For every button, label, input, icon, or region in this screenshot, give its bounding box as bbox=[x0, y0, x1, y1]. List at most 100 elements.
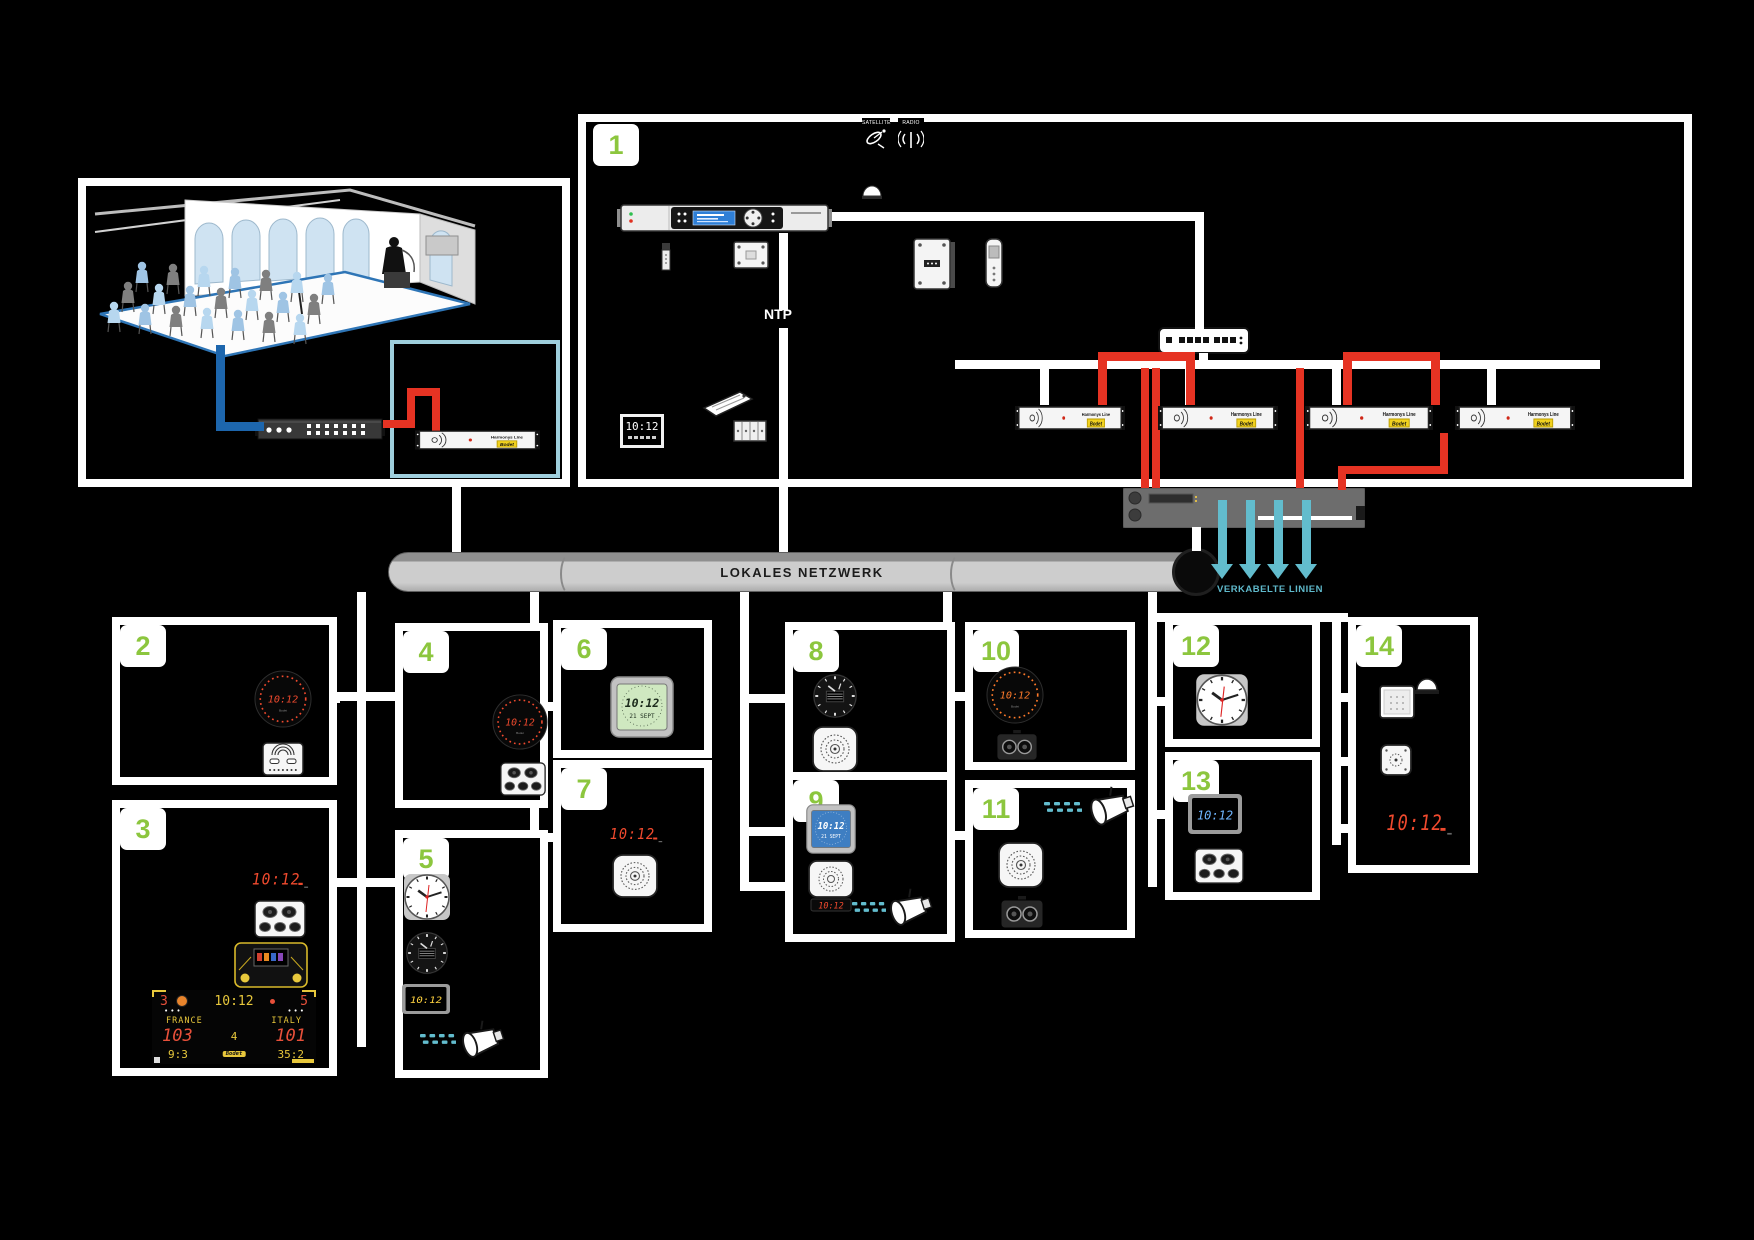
horn-speaker bbox=[1086, 786, 1136, 830]
zone-5-number: 5 bbox=[418, 843, 434, 874]
svg-text:21 SEPT: 21 SEPT bbox=[629, 713, 655, 720]
zone-11-tab: 11 bbox=[973, 788, 1019, 830]
connector-line bbox=[779, 328, 788, 552]
mini-led-clock-time: 10:12 bbox=[625, 420, 659, 433]
audience-member bbox=[290, 271, 304, 303]
svg-text:Bodet: Bodet bbox=[279, 709, 287, 713]
horn-speaker bbox=[886, 888, 934, 930]
pa-amplifier bbox=[1123, 488, 1365, 528]
audio-cable bbox=[1186, 352, 1195, 405]
svg-text:21 SEPT: 21 SEPT bbox=[821, 834, 841, 840]
ethernet-switch-dark bbox=[255, 418, 385, 440]
connector-line bbox=[452, 487, 461, 552]
svg-text:10:12: 10:12 bbox=[817, 822, 845, 832]
svg-text:10:12: 10:12 bbox=[1000, 690, 1030, 701]
horn-sounder bbox=[254, 900, 306, 938]
zone-6-tab: 6 bbox=[561, 628, 607, 670]
call-console-icon bbox=[702, 391, 754, 417]
wireless-link bbox=[852, 900, 887, 912]
sounder bbox=[612, 854, 658, 898]
mini-led-clock-buttons bbox=[623, 436, 661, 439]
audio-cable bbox=[383, 420, 415, 428]
audio-cable bbox=[1296, 368, 1304, 488]
connector-line bbox=[337, 878, 407, 887]
audience-member bbox=[214, 287, 228, 319]
audio-cable bbox=[1440, 433, 1448, 470]
zone-7-tab: 7 bbox=[561, 768, 607, 810]
svg-text:10:12: 10:12 bbox=[818, 902, 844, 912]
led-time-display: 10:12 bbox=[1384, 806, 1454, 840]
harmonys-line-amp: Harmonys Line Bodet bbox=[415, 428, 540, 452]
harmonys-line-amp: Harmonys Line Bodet bbox=[1015, 403, 1125, 433]
svg-text:Harmonys Line: Harmonys Line bbox=[1082, 412, 1111, 418]
connector-line bbox=[740, 882, 812, 891]
speaker-line-arrow bbox=[1218, 500, 1227, 564]
usb-key-icon bbox=[661, 243, 671, 271]
connector-line bbox=[740, 827, 810, 836]
speaker-line-arrowhead bbox=[1211, 564, 1233, 579]
speaker-line-arrowhead bbox=[1239, 564, 1261, 579]
speaker-line-arrowhead bbox=[1267, 564, 1289, 579]
terminal-block-icon bbox=[733, 420, 767, 442]
analog-speaker-clock bbox=[404, 930, 450, 976]
svg-text:10:12: 10:12 bbox=[1197, 809, 1233, 823]
audio-cable bbox=[407, 388, 415, 428]
zone-3-number: 3 bbox=[135, 813, 151, 844]
connector-line bbox=[1195, 212, 1204, 329]
scoreboard: 3 10:12 5 ••• ••• FRANCE ITALY 103 4 101… bbox=[152, 990, 316, 1064]
audience-member bbox=[200, 307, 214, 339]
handset-icon bbox=[985, 238, 1003, 288]
gps-dome-icon bbox=[862, 185, 882, 199]
connector-line bbox=[357, 592, 366, 1047]
horn-sounder bbox=[996, 730, 1038, 762]
horn-sounder bbox=[1194, 848, 1244, 884]
led-clock: 10:12 bbox=[1188, 794, 1242, 834]
speaker-lines-label: VERKABELTE LINIEN bbox=[1217, 584, 1323, 595]
led-time-display: 10:12 bbox=[608, 822, 664, 846]
zone-13-number: 13 bbox=[1180, 765, 1212, 796]
svg-text:10:12: 10:12 bbox=[1386, 810, 1443, 835]
led-time-display: 10:12 bbox=[250, 866, 310, 892]
zone-8-number: 8 bbox=[808, 635, 824, 666]
horn-sounder bbox=[500, 762, 546, 796]
score-away: 101 bbox=[275, 1026, 306, 1046]
harmonys-line-amp: Harmonys Line Bodet bbox=[1158, 403, 1278, 433]
audience-member bbox=[107, 301, 121, 333]
audience-member bbox=[135, 261, 149, 293]
audience-member bbox=[293, 313, 307, 345]
period: 4 bbox=[230, 1030, 238, 1043]
speaker-line-arrowhead bbox=[1295, 564, 1317, 579]
ntp-label: NTP bbox=[760, 305, 796, 323]
connector-line bbox=[1199, 353, 1208, 363]
audio-cable bbox=[1338, 466, 1346, 490]
audience-member bbox=[197, 265, 211, 297]
wireless-link bbox=[420, 1032, 457, 1044]
satellite-label: SATELLITE bbox=[862, 120, 891, 126]
audio-cable bbox=[1152, 368, 1160, 488]
analog-clock bbox=[402, 872, 452, 922]
ball-icon bbox=[176, 995, 188, 1007]
shot-clock-home: 9:3 bbox=[168, 1048, 188, 1061]
svg-text:Bodet: Bodet bbox=[1537, 421, 1551, 427]
zone-5-tab: 5 bbox=[403, 838, 449, 880]
lcd-clock: 10:12 21 SEPT bbox=[806, 804, 856, 854]
connector-line bbox=[1040, 367, 1049, 405]
svg-text:Harmonys Line: Harmonys Line bbox=[1383, 412, 1416, 418]
audio-cable bbox=[432, 388, 440, 432]
audience-member bbox=[259, 269, 273, 301]
audio-cable bbox=[1141, 368, 1149, 488]
svg-text:10:12: 10:12 bbox=[410, 996, 442, 1006]
speaker-line-arrow bbox=[1302, 500, 1311, 564]
fouls-away: 5 bbox=[300, 994, 308, 1009]
team-away: ITALY bbox=[271, 1016, 302, 1026]
zone-4-number: 4 bbox=[418, 636, 434, 667]
svg-text:10:12: 10:12 bbox=[625, 696, 660, 710]
bus-segment-divider bbox=[950, 553, 970, 595]
connector-line bbox=[1148, 592, 1157, 887]
connector-line bbox=[1332, 367, 1341, 405]
svg-text:Harmonys Line: Harmonys Line bbox=[1231, 412, 1262, 417]
analog-speaker-clock bbox=[811, 672, 859, 720]
network-bus: LOKALES NETZWERK bbox=[388, 552, 1216, 592]
svg-text:Harmonys Line: Harmonys Line bbox=[491, 435, 524, 440]
